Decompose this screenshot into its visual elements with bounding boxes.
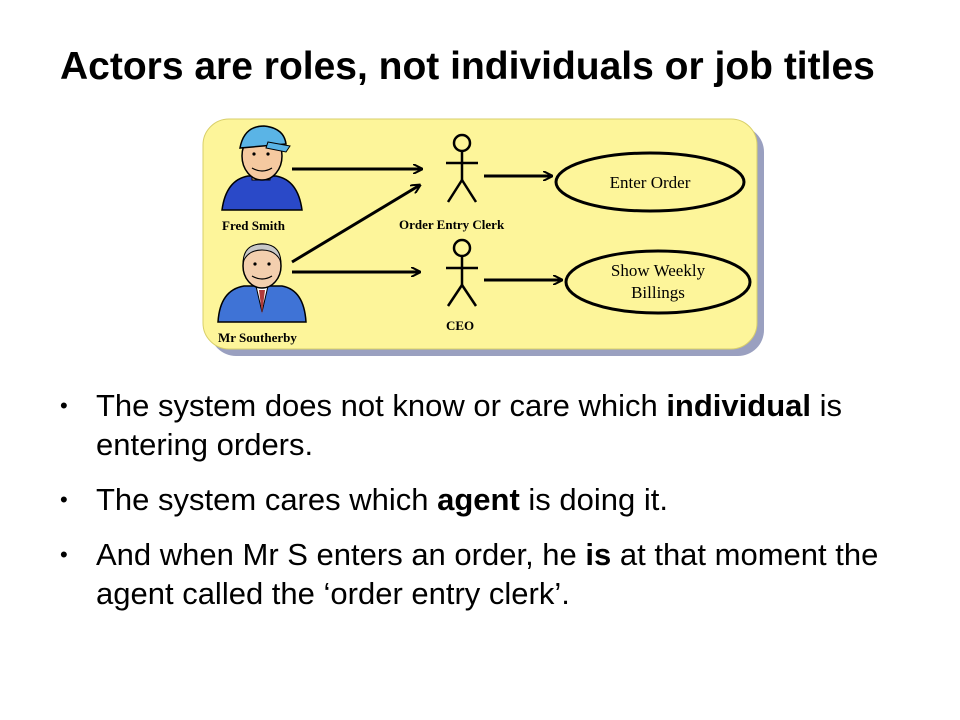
- bullet-item: •The system does not know or care which …: [60, 386, 900, 464]
- bullet-bold-word: agent: [437, 482, 520, 517]
- title-text-end: , not individuals or job titles: [356, 45, 875, 89]
- bullet-bold-word: individual: [666, 388, 811, 423]
- bullet-bold-word: is: [585, 537, 612, 572]
- bullet-item: • The system cares which agent is doing i…: [60, 480, 900, 519]
- bullet-list: •The system does not know or care which …: [60, 386, 900, 629]
- use-case-label-show-weekly-billings-line2: Billings: [631, 283, 685, 302]
- use-case-enter-order: [554, 151, 746, 213]
- bullet-text-start: The system does not know or care which: [96, 388, 667, 423]
- bullet-text-end: is doing it.: [519, 482, 668, 517]
- stick-figure-actor-icon: [446, 133, 478, 203]
- bullet-item: • And when Mr S enters an order, he is at…: [60, 535, 900, 613]
- bullet-text-end: at that moment the agent called the ‘ord…: [96, 537, 879, 611]
- person-name-mr-southerby: Mr Southerby: [218, 330, 297, 345]
- title-bold-word: roles: [263, 45, 357, 89]
- bullet-dot-icon: •: [60, 393, 68, 418]
- use-case-label-show-weekly-billings-line1: Show Weekly: [611, 261, 706, 280]
- use-case-label-enter-order: Enter Order: [610, 173, 691, 192]
- bullet-text-start: The system cares which: [96, 482, 438, 517]
- businessman-icon: [217, 243, 307, 323]
- bullet-dot-icon: •: [60, 542, 68, 567]
- young-man-cap-icon: [221, 125, 303, 211]
- actor-name-ceo: CEO: [446, 318, 474, 333]
- person-name-fred-smith: Fred Smith: [222, 218, 286, 233]
- slide-title: Actors are roles, not individuals or job…: [60, 40, 940, 94]
- bullet-text-end: is entering orders.: [96, 388, 842, 462]
- arrow-southerby-to-clerk: [291, 185, 420, 264]
- stick-figure-actor-icon: [446, 238, 478, 307]
- use-case-show-weekly-billings: [564, 249, 752, 315]
- actor-name-order-entry-clerk: Order Entry Clerk: [399, 217, 505, 232]
- bullet-text-start: And when Mr S enters an order, he: [96, 537, 586, 572]
- bullet-dot-icon: •: [60, 487, 68, 512]
- title-text-start: Actors are: [60, 45, 264, 89]
